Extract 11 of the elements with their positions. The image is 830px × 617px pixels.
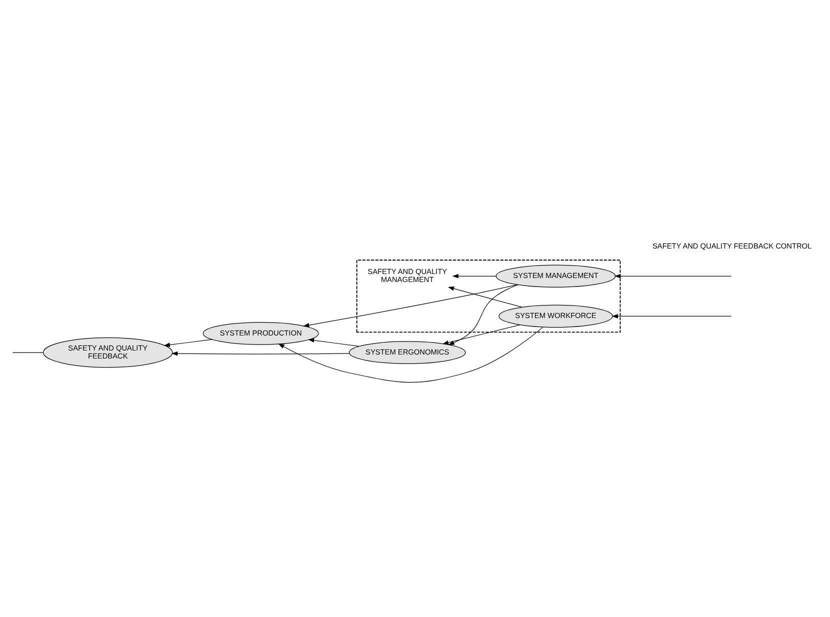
arrow (448, 284, 518, 345)
arrow (164, 338, 213, 346)
arrow (442, 324, 520, 344)
arrow (308, 338, 360, 346)
arrow (278, 326, 544, 382)
arrow (452, 273, 496, 278)
arrow (302, 284, 518, 327)
arrow (612, 314, 732, 318)
arrow (171, 350, 350, 356)
arrow (614, 273, 732, 278)
arrow (448, 286, 522, 307)
